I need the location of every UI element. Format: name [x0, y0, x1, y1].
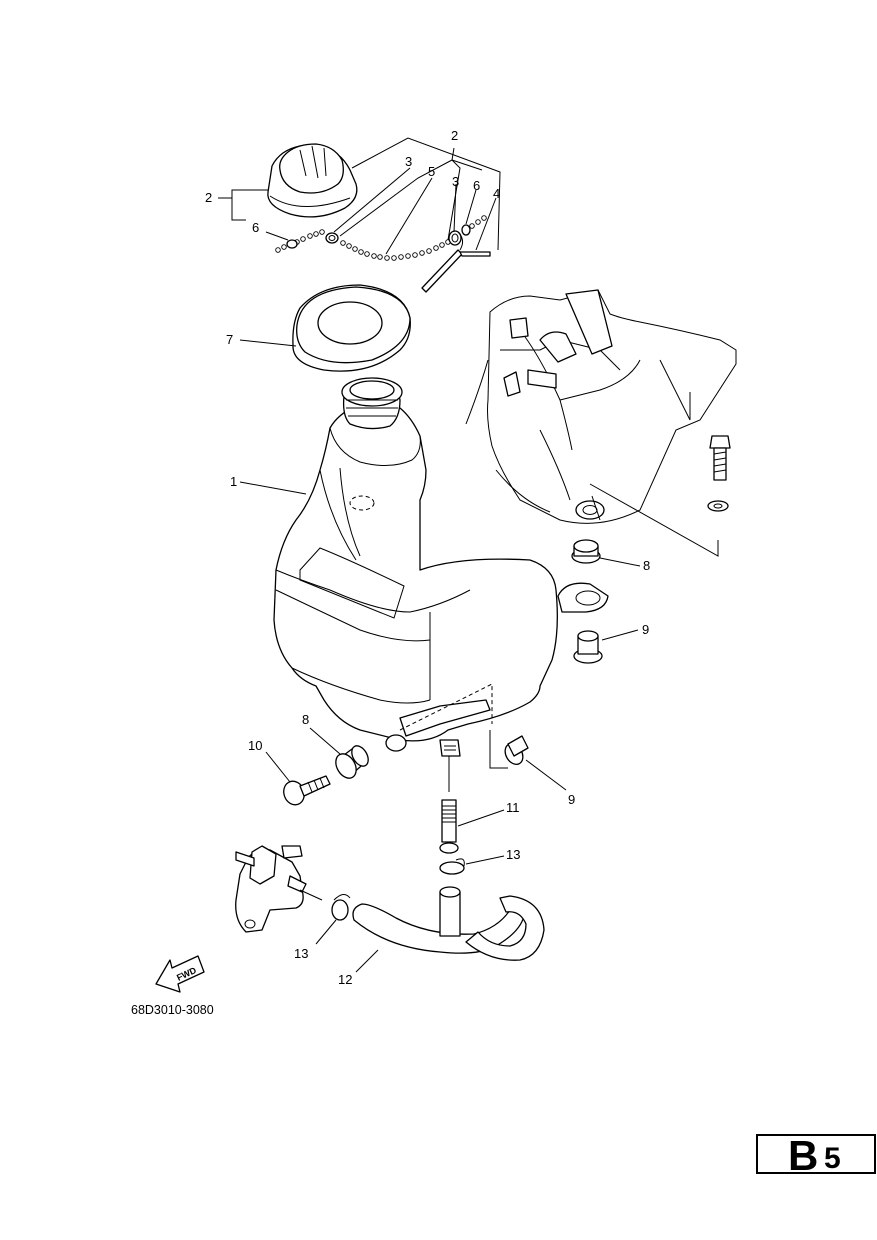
bolt-leader [589, 483, 719, 557]
cap-gasket [292, 284, 411, 372]
hose-clip-lower [331, 894, 351, 921]
grommet-lower [335, 745, 369, 779]
hose-clip-upper [439, 858, 465, 875]
bolt-leader-2 [591, 495, 601, 521]
collar-leader [489, 730, 508, 769]
washer [707, 500, 729, 512]
page-index-box: B 5 [756, 1132, 876, 1179]
forward-direction-arrow: FWD [155, 955, 205, 993]
callout-3-right: 3 [452, 174, 459, 189]
callout-8-upper: 8 [643, 558, 650, 573]
bolt-10 [283, 775, 331, 806]
callout-6-left: 6 [252, 220, 259, 235]
grommet-upper [571, 539, 601, 564]
callout-3-left: 3 [405, 154, 412, 169]
mounting-bolt [709, 435, 731, 481]
callout-13-lower: 13 [294, 946, 308, 961]
callout-4: 4 [493, 186, 500, 201]
chain-clip-left [325, 232, 339, 244]
chain-clip-right [448, 230, 462, 246]
collar-lower [504, 735, 529, 765]
callout-10: 10 [248, 738, 262, 753]
fuel-hose [352, 886, 545, 961]
collar-upper [573, 630, 603, 664]
fuel-tank [273, 377, 558, 757]
callout-7: 7 [226, 332, 233, 347]
callout-labels: 1 2 2 3 3 4 5 6 6 7 8 8 9 9 10 11 12 13 … [205, 128, 650, 987]
callout-6-right: 6 [473, 178, 480, 193]
callout-9-upper: 9 [642, 622, 649, 637]
fuel-filter [439, 756, 459, 854]
callout-8-lower: 8 [302, 712, 309, 727]
callout-5: 5 [428, 164, 435, 179]
page-number: 5 [824, 1142, 841, 1175]
callout-2-left: 2 [205, 190, 212, 205]
callout-1: 1 [230, 474, 237, 489]
page-letter: B [788, 1132, 819, 1179]
callout-11: 11 [506, 800, 520, 815]
engine-bracket [465, 289, 737, 524]
fuel-tank-cap [267, 143, 358, 218]
fuel-cock [235, 845, 307, 933]
chain-ring-right [461, 224, 471, 236]
callout-9-lower: 9 [568, 792, 575, 807]
callout-12: 12 [338, 972, 352, 987]
chain-hook [421, 231, 491, 293]
cock-leader [299, 889, 323, 901]
tank-bracket-lug [557, 582, 609, 613]
part-code: 68D3010-3080 [131, 1003, 214, 1017]
leader-lines [218, 137, 641, 973]
chain-ring-left [286, 239, 298, 249]
callout-2-top: 2 [451, 128, 458, 143]
callout-13-upper: 13 [506, 847, 520, 862]
